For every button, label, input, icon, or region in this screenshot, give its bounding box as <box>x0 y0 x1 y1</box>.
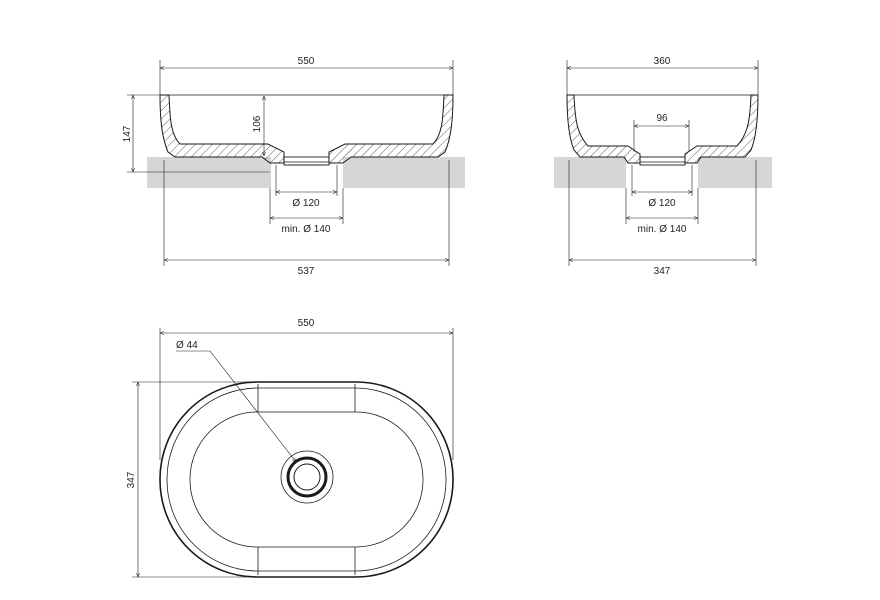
top-drain-ring <box>286 456 328 498</box>
side-min-hole-label: min. Ø 140 <box>638 224 687 235</box>
side-drain <box>639 156 686 166</box>
front-basin-wall-left <box>159 94 285 164</box>
side-bottom-width-label: 347 <box>654 266 671 277</box>
top-basin-bowl <box>189 411 424 548</box>
top-view: 550 347 Ø 44 <box>126 318 454 578</box>
front-countertop-left <box>147 157 271 188</box>
front-countertop-right <box>343 157 465 188</box>
side-drain-diameter-label: Ø 120 <box>648 198 676 209</box>
side-basin-wall-right <box>684 94 759 164</box>
side-basin-wall-left <box>566 94 641 164</box>
side-countertop-left <box>554 157 626 188</box>
front-min-hole-label: min. Ø 140 <box>282 224 331 235</box>
front-inner-depth-label: 106 <box>252 115 263 132</box>
top-inner-rim <box>166 387 447 572</box>
side-top-width-label: 360 <box>654 56 671 67</box>
top-depth-label: 347 <box>126 471 137 488</box>
front-bottom-width-label: 537 <box>298 266 315 277</box>
front-top-width-label: 550 <box>298 56 315 67</box>
top-drain-hole-label: Ø 44 <box>176 340 198 351</box>
side-drain-width-label: 96 <box>656 113 668 124</box>
top-drain-inner <box>293 463 321 491</box>
front-drain-diameter-label: Ø 120 <box>292 198 320 209</box>
side-view: 360 96 Ø 120 min. Ø 140 347 <box>554 56 772 277</box>
top-drain-outer <box>280 450 334 504</box>
front-basin-wall-right <box>328 94 454 164</box>
front-height-label: 147 <box>122 125 133 142</box>
top-width-label: 550 <box>298 318 315 329</box>
top-outer-rim <box>159 381 454 578</box>
side-countertop-right <box>698 157 772 188</box>
front-drain <box>283 156 330 166</box>
front-view: 550 147 106 Ø 120 min. Ø 140 537 <box>122 56 465 277</box>
